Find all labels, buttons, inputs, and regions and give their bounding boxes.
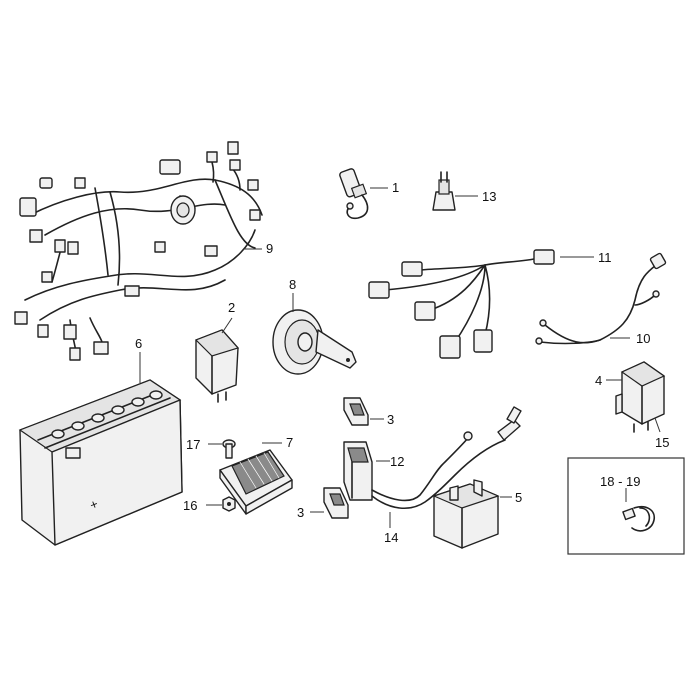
callout-11: 11 bbox=[598, 250, 612, 265]
part-7-voltage-regulator[interactable] bbox=[219, 442, 293, 515]
callout-9: 9 bbox=[266, 241, 273, 256]
callout-14: 14 bbox=[384, 530, 398, 545]
part-18-19-detail-box[interactable] bbox=[567, 457, 685, 555]
callout-3-lower: 3 bbox=[297, 505, 304, 520]
part-6-battery[interactable]: + bbox=[18, 352, 183, 546]
part-16-nut[interactable] bbox=[206, 496, 236, 512]
callout-2: 2 bbox=[228, 300, 235, 315]
part-1-stop-switch[interactable] bbox=[339, 168, 388, 220]
callout-1: 1 bbox=[392, 180, 399, 195]
callout-6: 6 bbox=[135, 336, 142, 351]
callout-4: 4 bbox=[595, 373, 602, 388]
part-13-connector[interactable] bbox=[432, 171, 478, 211]
callout-17: 17 bbox=[186, 437, 200, 452]
part-12-fuse-holder[interactable] bbox=[343, 441, 390, 501]
part-4-relay[interactable] bbox=[606, 361, 666, 433]
part-11-sub-harness[interactable] bbox=[368, 249, 594, 359]
part-3-fuse-lower[interactable] bbox=[310, 487, 349, 519]
part-2-relay[interactable] bbox=[194, 317, 240, 403]
part-9-main-wiring-harness[interactable] bbox=[14, 141, 263, 361]
callout-18-19: 18 - 19 bbox=[600, 474, 640, 489]
callout-10: 10 bbox=[636, 331, 650, 346]
callout-7: 7 bbox=[286, 435, 293, 450]
callout-12: 12 bbox=[390, 454, 404, 469]
part-3-fuse-upper[interactable] bbox=[343, 397, 384, 426]
callout-13: 13 bbox=[482, 189, 496, 204]
part-10-cable[interactable] bbox=[535, 252, 667, 345]
callout-3-upper: 3 bbox=[387, 412, 394, 427]
part-5-holder[interactable] bbox=[432, 479, 512, 549]
callout-labels: 1 2 3 3 4 5 6 7 8 9 10 11 12 13 14 15 16… bbox=[135, 180, 669, 545]
callout-5: 5 bbox=[515, 490, 522, 505]
callout-15: 15 bbox=[655, 435, 669, 450]
part-17-bolt[interactable] bbox=[208, 439, 236, 459]
part-14-cable[interactable] bbox=[371, 406, 522, 528]
callout-16: 16 bbox=[183, 498, 197, 513]
part-8-horn[interactable] bbox=[272, 293, 357, 375]
callout-8: 8 bbox=[289, 277, 296, 292]
